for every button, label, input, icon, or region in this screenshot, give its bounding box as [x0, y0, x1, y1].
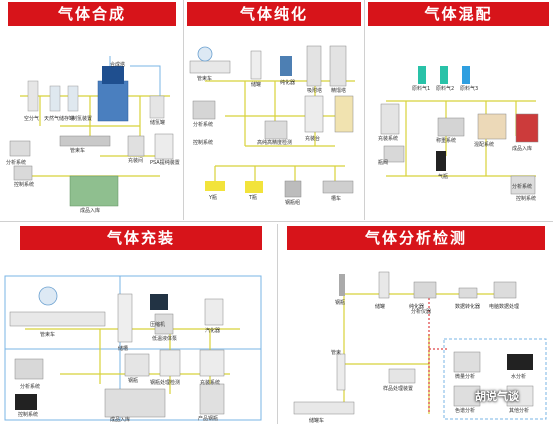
filling-diagram: [4, 275, 262, 421]
synthesis-label-8: 控制系统: [14, 182, 35, 188]
filling-title: 气体充装: [20, 226, 262, 250]
purification-title: 气体纯化: [187, 2, 361, 26]
mixing-label-10: 瓶阀: [378, 160, 389, 166]
purification-label-8: 充装台: [305, 136, 321, 142]
mixing-label-2: 原料气3: [460, 86, 479, 92]
divider-v3: [277, 224, 278, 424]
divider-h: [0, 221, 553, 222]
divider-v1: [183, 0, 184, 220]
divider-v2: [364, 0, 365, 220]
purification-label-6: 控制系统: [193, 140, 214, 146]
filling-label-0: 管束车: [40, 332, 56, 338]
synthesis-label-4: 管束车: [70, 148, 86, 154]
analysis-label-11: 色谱分析: [455, 408, 476, 414]
analysis-label-6: 样品处理装置: [383, 386, 414, 392]
mixing-label-1: 原料气2: [436, 86, 455, 92]
panel-mixing: 气体混配 原料气1 原料气2 原料气3 混配系统 称重系统 分析系统 充装系统 …: [366, 0, 553, 220]
synthesis-label-0: 空分气: [24, 116, 40, 122]
filling-label-8: 充装系统: [200, 380, 221, 386]
analysis-label-9: 微量分析: [455, 374, 476, 380]
purification-label-11: 钢瓶组: [285, 200, 301, 206]
analysis-label-1: 储罐: [375, 304, 386, 310]
panel-purification: 气体纯化 管束车 储罐 纯化器 分析系统 吸附塔 精馏塔 控制系统 高纯高精度检…: [185, 0, 363, 220]
synthesis-label-2: 制氢装置: [72, 116, 93, 122]
panel-synthesis: 气体合成 空分气 天然气储存罐 制氢装置 分析系统 管束车 充装间 PSA提纯装…: [0, 0, 182, 220]
filling-label-7: 钢瓶处理检测: [150, 380, 181, 386]
purification-label-3: 分析系统: [193, 122, 214, 128]
analysis-label-10: 水分析: [511, 374, 527, 380]
synthesis-title: 气体合成: [8, 2, 176, 26]
synthesis-label-10: 合成塔: [110, 62, 126, 68]
filling-label-10: 成品入库: [110, 417, 131, 423]
synthesis-label-1: 天然气储存罐: [44, 116, 75, 122]
mixing-label-7: 成品入库: [512, 146, 533, 152]
analysis-diagram: [293, 271, 547, 420]
synthesis-label-5: 充装间: [128, 158, 144, 164]
analysis-label-5: 电脑数据处理: [489, 304, 520, 310]
purification-label-4: 吸附塔: [307, 88, 323, 94]
synthesis-diagram: [9, 56, 174, 207]
purification-label-9: Y瓶: [209, 195, 218, 201]
mixing-label-3: 混配系统: [474, 142, 495, 148]
filling-label-9: 控制系统: [18, 412, 39, 418]
mixing-label-0: 原料气1: [412, 86, 431, 92]
analysis-label-3: 分析仪器: [411, 309, 432, 315]
analysis-title: 气体分析检测: [287, 226, 545, 250]
filling-label-6: 钢瓶: [128, 378, 139, 384]
purification-label-10: T瓶: [249, 195, 258, 201]
filling-label-4: 汽化器: [205, 328, 221, 334]
mixing-label-4: 称重系统: [436, 138, 457, 144]
synthesis-label-9: 储氢罐: [150, 120, 166, 126]
analysis-label-12: 其他分析: [509, 408, 530, 414]
filling-label-5: 分析系统: [20, 384, 41, 390]
synthesis-label-6: PSA提纯装置: [150, 160, 180, 166]
filling-label-2: 压缩机: [150, 322, 166, 328]
purification-label-1: 储罐: [251, 82, 262, 88]
purification-diagram: [189, 45, 355, 198]
purification-label-2: 纯化器: [280, 80, 296, 86]
analysis-label-8: 管束: [331, 350, 342, 356]
synthesis-label-7: 成品入库: [80, 208, 101, 214]
analysis-label-4: 数据转化器: [455, 304, 481, 310]
purification-label-12: 槽车: [331, 196, 342, 202]
mixing-label-8: 控制系统: [516, 196, 537, 202]
purification-label-5: 精馏塔: [331, 88, 347, 94]
synthesis-label-3: 分析系统: [6, 160, 27, 166]
filling-label-11: 产品钢瓶: [198, 416, 219, 422]
panel-analysis: 气体分析检测 钢瓶 储罐 纯化器 分析仪器 数据转化器 电脑数据处理 样品处理装…: [279, 224, 553, 424]
mixing-label-6: 充装系统: [378, 136, 399, 142]
mixing-label-5: 分析系统: [512, 184, 533, 190]
analysis-label-2: 纯化器: [409, 304, 425, 310]
mixing-title: 气体混配: [368, 2, 549, 26]
filling-label-1: 储槽: [118, 346, 129, 352]
filling-label-3: 低温液体泵: [152, 336, 178, 342]
mixing-label-9: 气瓶: [438, 174, 449, 180]
analysis-label-0: 钢瓶: [335, 300, 346, 306]
panel-filling: 气体充装 管束车 储槽 压缩机 低温液体泵 汽化器 分析系统 钢瓶 钢瓶处理检测…: [0, 224, 270, 424]
analysis-label-7: 储罐车: [309, 418, 325, 424]
mixing-diagram: [380, 66, 539, 195]
purification-label-0: 管束车: [197, 76, 213, 82]
purification-label-7: 高纯高精度检测: [257, 140, 293, 146]
watermark: 胡说气谈: [475, 390, 519, 403]
